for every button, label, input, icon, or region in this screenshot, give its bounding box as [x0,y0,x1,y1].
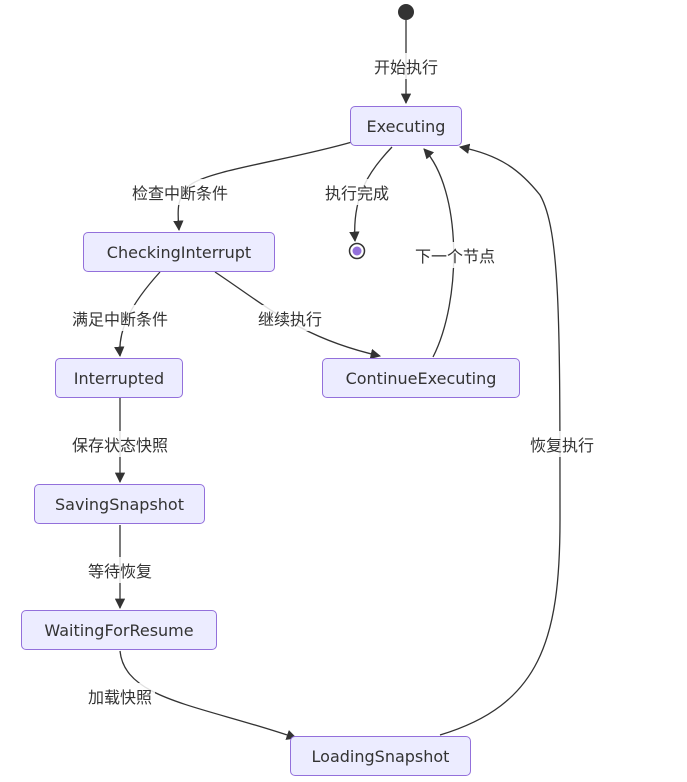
state-interrupted-label: Interrupted [73,368,165,388]
label-wait-resume: 等待恢复 [84,557,156,583]
label-continue: 继续执行 [254,305,326,331]
edge-waitingforresume-loadingsnapshot [119,650,297,740]
state-executing-label: Executing [366,116,446,136]
state-loading-snapshot-label: LoadingSnapshot [311,746,450,766]
label-execution-complete: 执行完成 [321,179,393,205]
state-saving-snapshot[interactable]: SavingSnapshot [34,484,205,524]
state-waiting-for-resume-label: WaitingForResume [44,620,194,640]
state-saving-snapshot-label: SavingSnapshot [55,494,184,514]
state-executing[interactable]: Executing [350,106,462,146]
state-checking-interrupt[interactable]: CheckingInterrupt [83,232,275,272]
state-continue-executing-label: ContinueExecuting [345,368,497,388]
state-loading-snapshot[interactable]: LoadingSnapshot [290,736,471,776]
label-start: 开始执行 [370,53,442,79]
label-meets-interrupt: 满足中断条件 [68,305,172,331]
state-interrupted[interactable]: Interrupted [55,358,183,398]
label-check-interrupt: 检查中断条件 [128,179,232,205]
end-node [348,242,366,260]
edge-executing-checkinginterrupt [173,141,353,232]
state-waiting-for-resume[interactable]: WaitingForResume [21,610,217,650]
edge-loadingsnapshot-executing [439,143,561,736]
label-resume: 恢复执行 [526,431,598,457]
label-next-node: 下一个节点 [411,242,499,268]
state-continue-executing[interactable]: ContinueExecuting [322,358,520,398]
state-checking-interrupt-label: CheckingInterrupt [106,242,252,262]
label-save-snapshot: 保存状态快照 [68,431,172,457]
label-load-snapshot: 加载快照 [84,683,156,709]
start-node [398,4,414,20]
